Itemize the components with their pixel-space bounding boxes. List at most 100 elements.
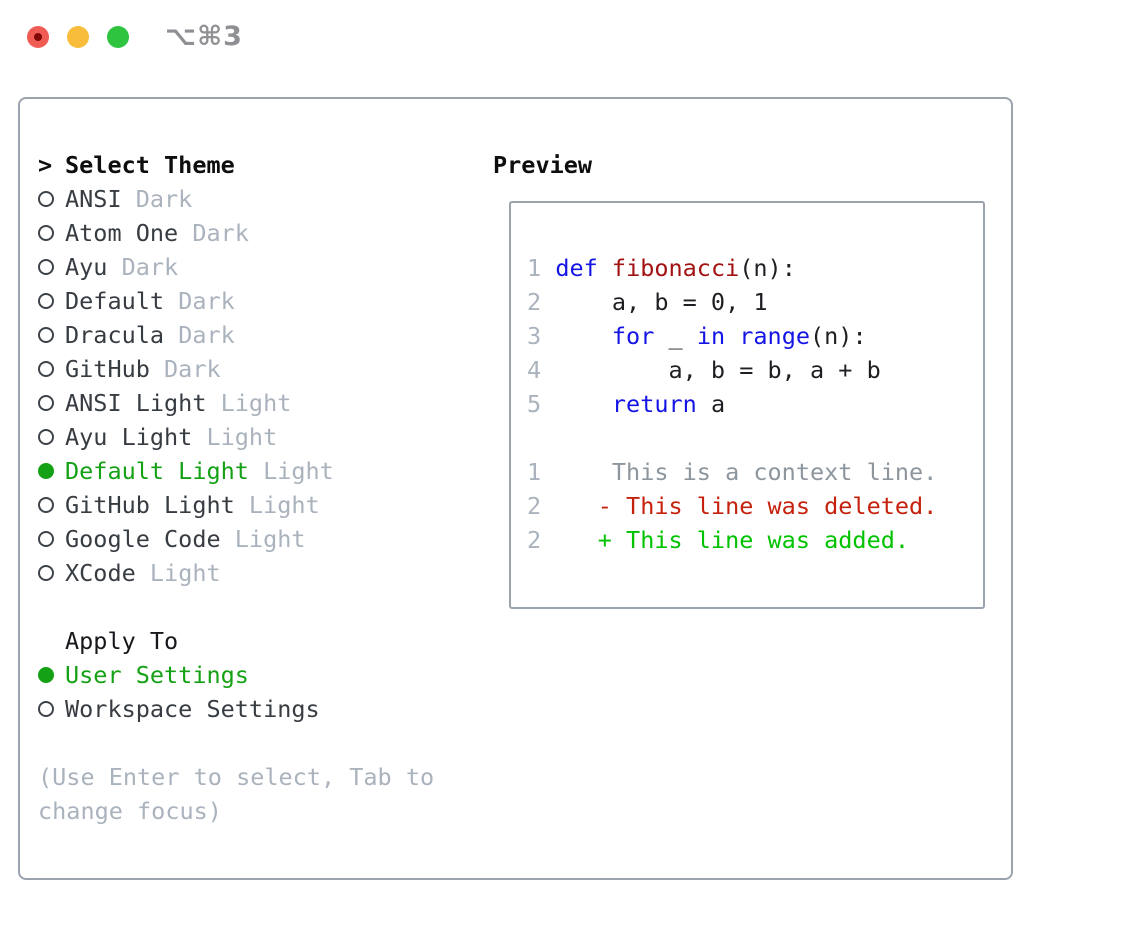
theme-option[interactable]: ANSI Light Light <box>38 386 488 420</box>
radio-unselected-icon <box>38 565 65 581</box>
line-number: 5 <box>527 390 542 418</box>
radio-unselected-icon <box>38 293 65 309</box>
theme-name: XCode <box>65 559 136 587</box>
unsaved-dot-icon <box>34 33 42 41</box>
code-segment: a, b = b, a + b <box>541 356 881 384</box>
preview-line: 2 a, b = 0, 1 <box>527 285 983 319</box>
radio-circle <box>38 395 54 411</box>
select-theme-header-row: > Select Theme <box>38 148 488 182</box>
radio-selected-icon <box>38 463 65 479</box>
line-number: 1 <box>527 254 542 282</box>
theme-variant: Light <box>234 491 320 519</box>
radio-circle <box>38 565 54 581</box>
theme-name: ANSI Light <box>65 389 207 417</box>
radio-circle <box>38 531 54 547</box>
apply-option[interactable]: User Settings <box>38 658 488 692</box>
radio-circle <box>38 361 54 377</box>
preview-line: 1 This is a context line. <box>527 455 983 489</box>
radio-unselected-icon <box>38 531 65 547</box>
hint-line-1: (Use Enter to select, Tab to <box>38 763 435 791</box>
theme-variant: Dark <box>178 219 249 247</box>
radio-unselected-icon <box>38 429 65 445</box>
code-segment <box>541 390 612 418</box>
code-segment <box>725 322 739 350</box>
radio-circle <box>38 497 54 513</box>
theme-option[interactable]: XCode Light <box>38 556 488 590</box>
spacer-row <box>38 726 488 760</box>
theme-variant: Light <box>248 457 334 485</box>
radio-unselected-icon <box>38 701 65 717</box>
apply-option-label: Workspace Settings <box>65 695 320 723</box>
theme-name: ANSI <box>65 185 122 213</box>
code-segment: fibonacci <box>611 254 740 282</box>
theme-variant: Dark <box>121 185 193 213</box>
apply-option[interactable]: Workspace Settings <box>38 692 488 726</box>
line-number: 2 <box>527 526 542 554</box>
preview-line: 2 + This line was added. <box>527 523 983 557</box>
minimize-button[interactable] <box>67 26 89 48</box>
apply-option-label: User Settings <box>65 661 249 689</box>
spacer-row <box>38 590 488 624</box>
theme-option[interactable]: GitHub Light Light <box>38 488 488 522</box>
apply-to-header-row: Apply To <box>38 624 488 658</box>
radio-unselected-icon <box>38 361 65 377</box>
code-segment: This is a context line. <box>541 458 938 486</box>
theme-option[interactable]: Default Dark <box>38 284 488 318</box>
theme-option[interactable]: Dracula Dark <box>38 318 488 352</box>
maximize-button[interactable] <box>107 26 129 48</box>
radio-selected-icon <box>38 667 65 683</box>
theme-name: Dracula <box>65 321 165 349</box>
radio-circle <box>38 259 54 275</box>
theme-option[interactable]: Google Code Light <box>38 522 488 556</box>
theme-option[interactable]: GitHub Dark <box>38 352 488 386</box>
select-theme-heading: Select Theme <box>65 151 235 179</box>
code-segment <box>598 254 612 282</box>
code-segment: return <box>611 390 697 418</box>
theme-variant: Dark <box>107 253 179 281</box>
hint-line-2: change focus) <box>38 797 222 825</box>
theme-name: Google Code <box>65 525 221 553</box>
code-segment: in <box>696 322 726 350</box>
radio-circle <box>38 463 54 479</box>
radio-unselected-icon <box>38 497 65 513</box>
radio-circle <box>38 191 54 207</box>
code-segment: _ <box>654 322 697 350</box>
theme-variant: Light <box>206 389 292 417</box>
line-number: 4 <box>527 356 542 384</box>
radio-unselected-icon <box>38 225 65 241</box>
theme-variant: Light <box>192 423 278 451</box>
preview-line <box>527 421 983 455</box>
radio-unselected-icon <box>38 327 65 343</box>
preview-line: 5 return a <box>527 387 983 421</box>
code-segment: a, b = 0, 1 <box>541 288 768 316</box>
radio-circle <box>38 429 54 445</box>
theme-name: Ayu <box>65 253 108 281</box>
theme-name: GitHub <box>65 355 150 383</box>
preview-line: 4 a, b = b, a + b <box>527 353 983 387</box>
line-number: 2 <box>527 492 542 520</box>
code-segment: (n): <box>739 254 796 282</box>
preview-line: 3 for _ in range(n): <box>527 319 983 353</box>
theme-option[interactable]: ANSI Dark <box>38 182 488 216</box>
theme-option[interactable]: Atom One Dark <box>38 216 488 250</box>
theme-variant: Dark <box>149 355 221 383</box>
theme-name: Ayu Light <box>65 423 193 451</box>
theme-name: Default <box>65 287 165 315</box>
theme-option[interactable]: Default Light Light <box>38 454 488 488</box>
theme-variant: Dark <box>164 287 235 315</box>
theme-variant: Light <box>135 559 221 587</box>
theme-option[interactable]: Ayu Dark <box>38 250 488 284</box>
theme-name: Default Light <box>65 457 249 485</box>
preview-line: 1 def fibonacci(n): <box>527 251 983 285</box>
radio-circle <box>38 293 54 309</box>
preview-line: 2 - This line was deleted. <box>527 489 983 523</box>
preview-heading: Preview <box>493 151 593 179</box>
close-button[interactable] <box>27 26 49 48</box>
theme-option[interactable]: Ayu Light Light <box>38 420 488 454</box>
theme-variant: Light <box>220 525 306 553</box>
theme-variant: Dark <box>164 321 235 349</box>
code-segment <box>541 322 612 350</box>
